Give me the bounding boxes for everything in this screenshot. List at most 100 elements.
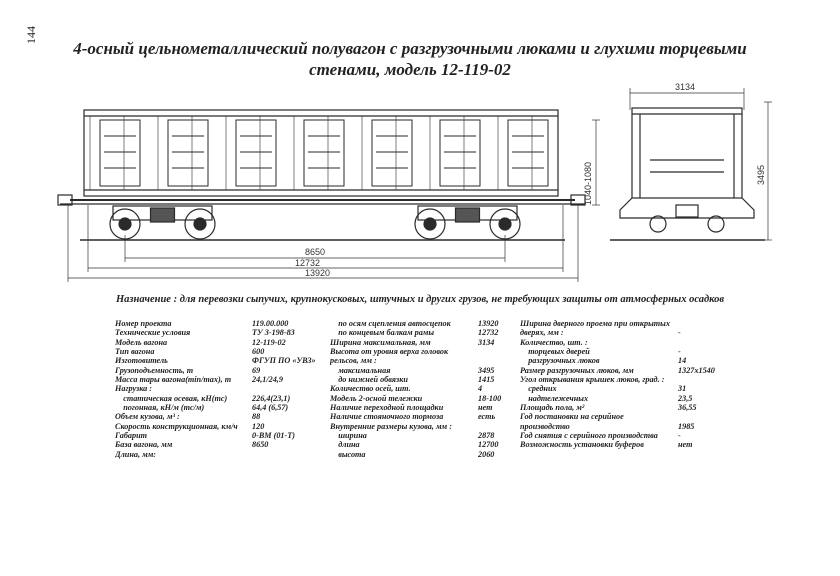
spec-row: Год постановки на серийное: [520, 412, 738, 421]
spec-row: Количество, шт. :: [520, 338, 738, 347]
wagon-body-side: [83, 109, 559, 197]
spec-label: Количество, шт. :: [520, 337, 588, 347]
spec-value: 8650: [252, 440, 269, 450]
spec-row: погонная, кН/м (тс/м)64,4 (6,57): [115, 403, 332, 412]
spec-row: Наличие стояночного тормоза есть: [330, 412, 518, 421]
spec-row: Количество осей, шт.4: [330, 384, 518, 393]
spec-value: 1985: [678, 421, 695, 431]
spec-row: Высота от уровня верха головок: [330, 347, 518, 356]
spec-value: 119.00.000: [252, 319, 289, 328]
spec-value: ТУ 3-198-83: [252, 328, 295, 338]
spec-value: нет: [678, 440, 693, 450]
spec-row: Объем кузова, м³ :88: [115, 412, 332, 421]
wagon-drawing: 8650 12732 13920 1040-1080 3134 3495: [57, 82, 772, 282]
purpose-text: Назначение : для перевозки сыпучих, круп…: [116, 294, 725, 305]
spec-value: 12-119-02: [252, 337, 286, 347]
spec-row: Угол открывания крышек люков, град. :: [520, 375, 738, 384]
spec-label: Год постановки на серийное: [520, 412, 624, 422]
page-title: 4-осный цельнометаллический полувагон с …: [60, 38, 760, 80]
spec-row: Внутренние размеры кузова, мм :: [330, 422, 518, 431]
spec-label: Модель вагона: [115, 337, 168, 347]
spec-value: -: [678, 328, 681, 338]
title-line-1: 4-осный цельнометаллический полувагон с …: [73, 39, 747, 58]
spec-value: 1415: [478, 375, 495, 385]
spec-value: 226,4(23,1): [252, 393, 291, 403]
spec-label: Тип вагона: [115, 347, 155, 357]
spec-value: 31: [678, 384, 687, 394]
dim-frame-length: 12732: [295, 258, 320, 268]
spec-value: 14: [678, 356, 687, 366]
spec-value: 36,55: [678, 403, 697, 413]
spec-label: по осям сцепления автосцепок: [330, 319, 451, 328]
spec-row: Ширина дверного проема при открытых: [520, 319, 738, 328]
spec-label: Масса тары вагона(min/max), т: [115, 375, 232, 385]
spec-label: статическая осевая, кН(тс): [115, 393, 228, 403]
spec-row: Грузоподъемность, т 69: [115, 366, 332, 375]
spec-value: 3134: [478, 337, 495, 347]
spec-row: Площадь пола, м² 36,55: [520, 403, 738, 412]
spec-row: Год снятия с серийного производства-: [520, 431, 738, 440]
spec-label: максимальная: [330, 365, 391, 375]
spec-label: производство: [520, 421, 570, 431]
spec-label: Угол открывания крышек люков, град. :: [520, 375, 665, 385]
spec-label: Возможность установки буферов: [520, 440, 644, 450]
spec-label: Нагрузка :: [115, 384, 153, 394]
spec-label: Изготовитель: [115, 356, 168, 366]
spec-value: 1327x1540: [678, 365, 715, 375]
spec-value: [478, 422, 518, 431]
spec-label: дверях, мм :: [520, 328, 564, 338]
spec-value: -: [678, 431, 681, 441]
bogies: [109, 205, 521, 240]
spec-row: рельсов, мм :: [330, 356, 518, 365]
spec-value: 69: [252, 365, 261, 375]
dim-side-height: 1040-1080: [583, 162, 593, 205]
spec-label: Количество осей, шт.: [330, 384, 411, 394]
spec-row: Модель вагона 12-119-02: [115, 338, 332, 347]
spec-row: статическая осевая, кН(тс) 226,4(23,1): [115, 394, 332, 403]
spec-value: 88: [252, 412, 261, 422]
spec-label: Габарит: [115, 431, 148, 441]
spec-label: Модель 2-осной тележки: [330, 393, 423, 403]
spec-row: Тип вагона 600: [115, 347, 332, 356]
spec-row: дверях, мм : -: [520, 328, 738, 337]
spec-label: надтележечных: [520, 393, 589, 403]
spec-value: 12732: [478, 328, 499, 338]
spec-value: 600: [252, 347, 265, 357]
spec-value: -: [678, 347, 681, 357]
spec-label: до нижней обвязки: [330, 375, 408, 385]
spec-label: торцевых дверей: [520, 347, 590, 357]
spec-row: Нагрузка :: [115, 384, 332, 393]
wagon-end-view: [610, 107, 765, 241]
spec-label: Наличие стояночного тормоза: [330, 412, 444, 422]
spec-value: нет: [478, 403, 493, 413]
spec-label: рельсов, мм :: [330, 356, 377, 366]
spec-value: есть: [478, 412, 496, 422]
spec-label: Площадь пола, м²: [520, 403, 585, 413]
dim-width: 3134: [675, 82, 695, 92]
spec-row: Возможность установки буферов нет: [520, 440, 738, 449]
spec-label: Грузоподъемность, т: [115, 365, 194, 375]
spec-label: высота: [330, 449, 366, 459]
dim-coupler-length: 13920: [305, 268, 330, 278]
spec-value: 120: [252, 421, 265, 431]
spec-value: [478, 347, 518, 356]
spec-value: 2878: [478, 431, 495, 441]
